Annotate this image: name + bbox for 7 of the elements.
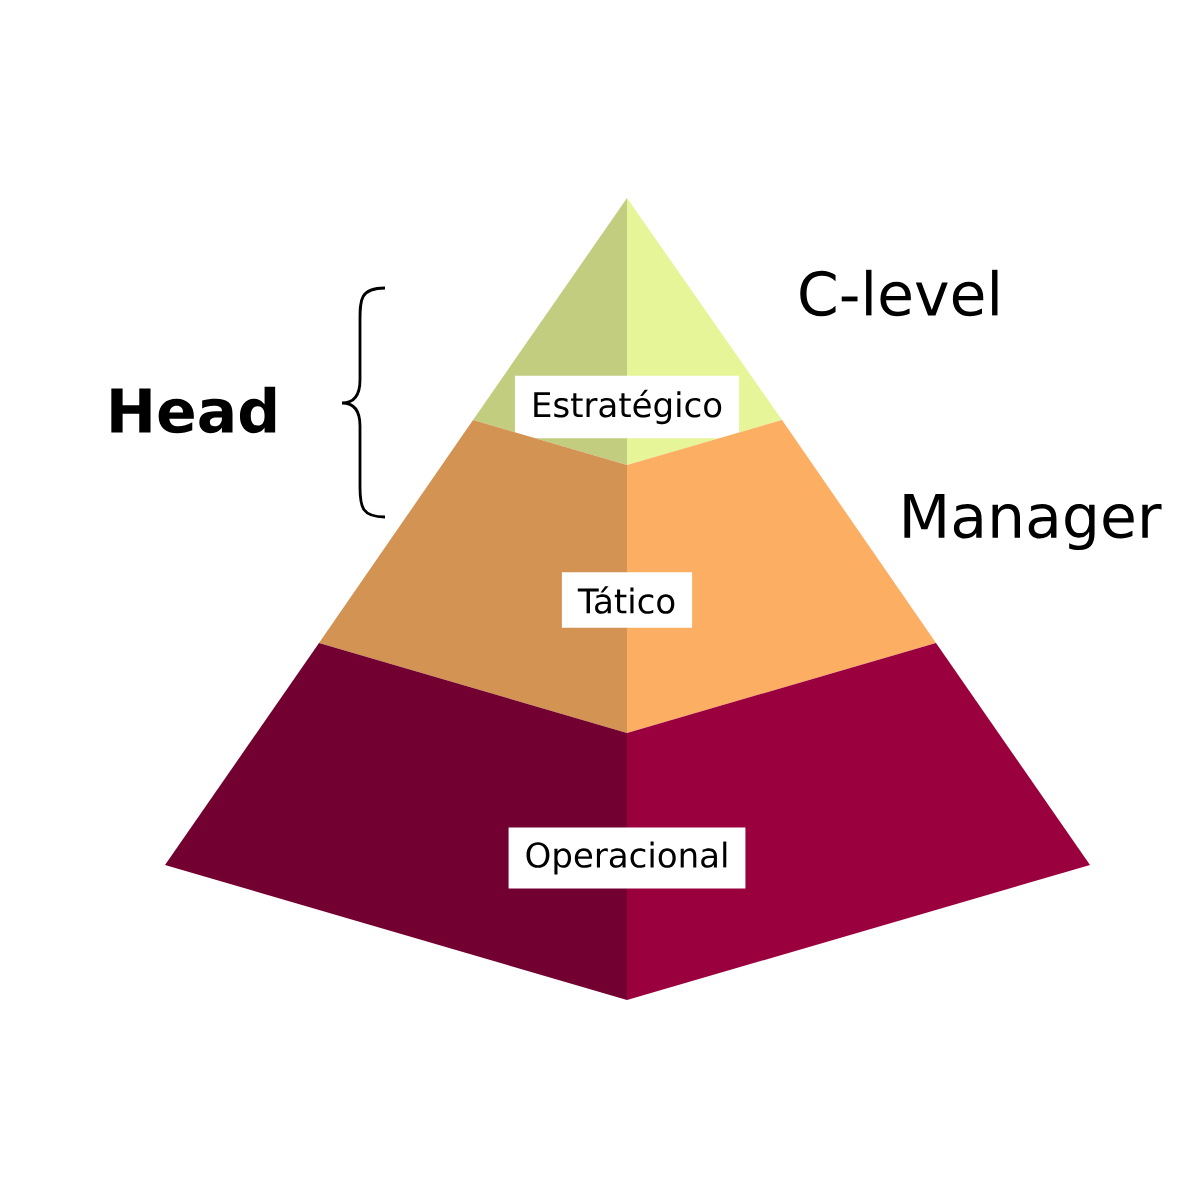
level-label: Tático [561,572,693,628]
level-name: Head [111,386,276,434]
level-name: Manager [904,493,1162,551]
level-name: C-level [800,269,998,317]
level-label: Estratégico [514,375,740,439]
pyramid-band [165,643,1090,1000]
level-label: Operacional [508,827,746,889]
